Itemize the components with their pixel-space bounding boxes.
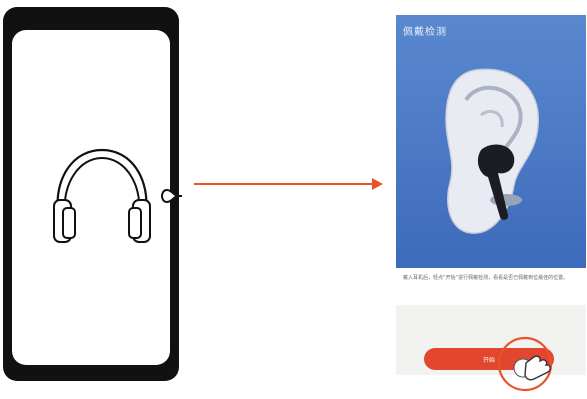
hand-pointer-icon	[513, 355, 551, 381]
wear-detection-screen: 佩戴检测 戴入耳机后，轻点“开始”进行佩戴检测，看看是否已佩戴到位最佳的位置。	[396, 15, 586, 375]
earbud-icon	[477, 144, 515, 220]
instruction-text: 戴入耳机后，轻点“开始”进行佩戴检测，看看是否已佩戴到位最佳的位置。	[403, 275, 569, 281]
phone-screen	[12, 30, 182, 365]
tap-highlight	[497, 336, 553, 392]
phone-frame	[3, 7, 182, 381]
headphones-icon	[53, 148, 151, 243]
plug-icon	[160, 188, 182, 204]
ear-panel: 佩戴检测	[396, 15, 586, 268]
start-button-label: 开始	[482, 356, 495, 364]
ear-illustration	[445, 68, 539, 234]
screen-title: 佩戴检测	[403, 27, 447, 38]
arrow-right-icon	[194, 178, 383, 190]
